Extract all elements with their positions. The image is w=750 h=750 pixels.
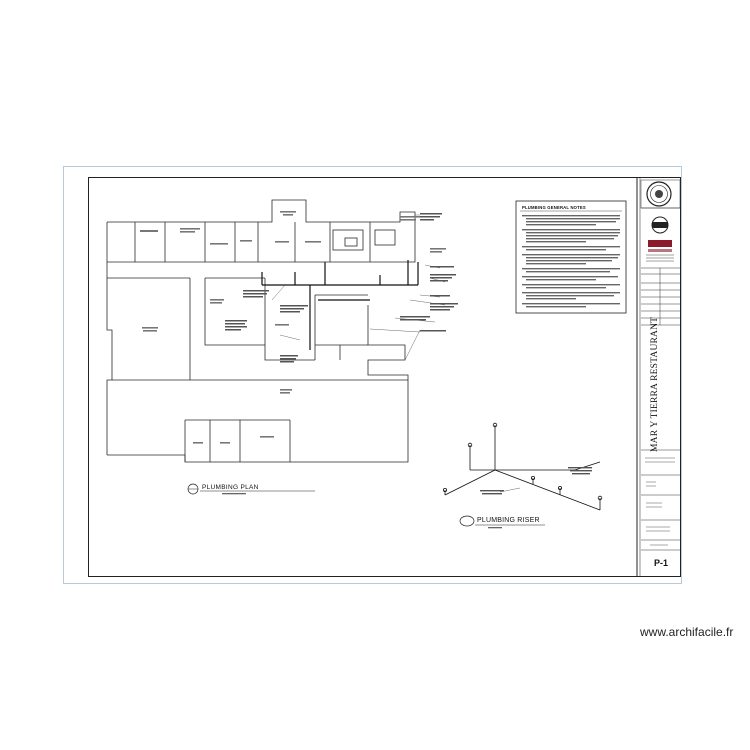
floor-plan xyxy=(106,199,416,463)
riser-callouts xyxy=(480,467,592,495)
title-block-text-lines xyxy=(645,457,675,546)
drawing-sheet xyxy=(88,177,681,577)
sheet-number: P-1 xyxy=(653,558,668,568)
general-notes-title: PLUMBING GENERAL NOTES xyxy=(522,205,586,210)
riser-title-symbol xyxy=(459,515,545,529)
plumbing-plan-title: PLUMBING PLAN xyxy=(202,484,259,491)
engineer-seal xyxy=(646,181,672,207)
room-label-marks xyxy=(140,211,446,444)
plumbing-riser-diagram xyxy=(442,422,603,511)
callout-leaders xyxy=(271,214,446,361)
project-name: MAR Y TIERRA RESTAURANT xyxy=(650,316,660,452)
plumbing-riser-title: PLUMBING RISER xyxy=(477,517,540,524)
title-block xyxy=(640,179,681,551)
company-logo xyxy=(646,216,674,262)
general-notes-box xyxy=(515,200,627,314)
plumbing-lines xyxy=(261,260,419,350)
watermark-text: www.archifacile.fr xyxy=(640,625,734,639)
callout-text-blocks xyxy=(225,213,458,363)
plan-title-symbol xyxy=(187,483,315,495)
